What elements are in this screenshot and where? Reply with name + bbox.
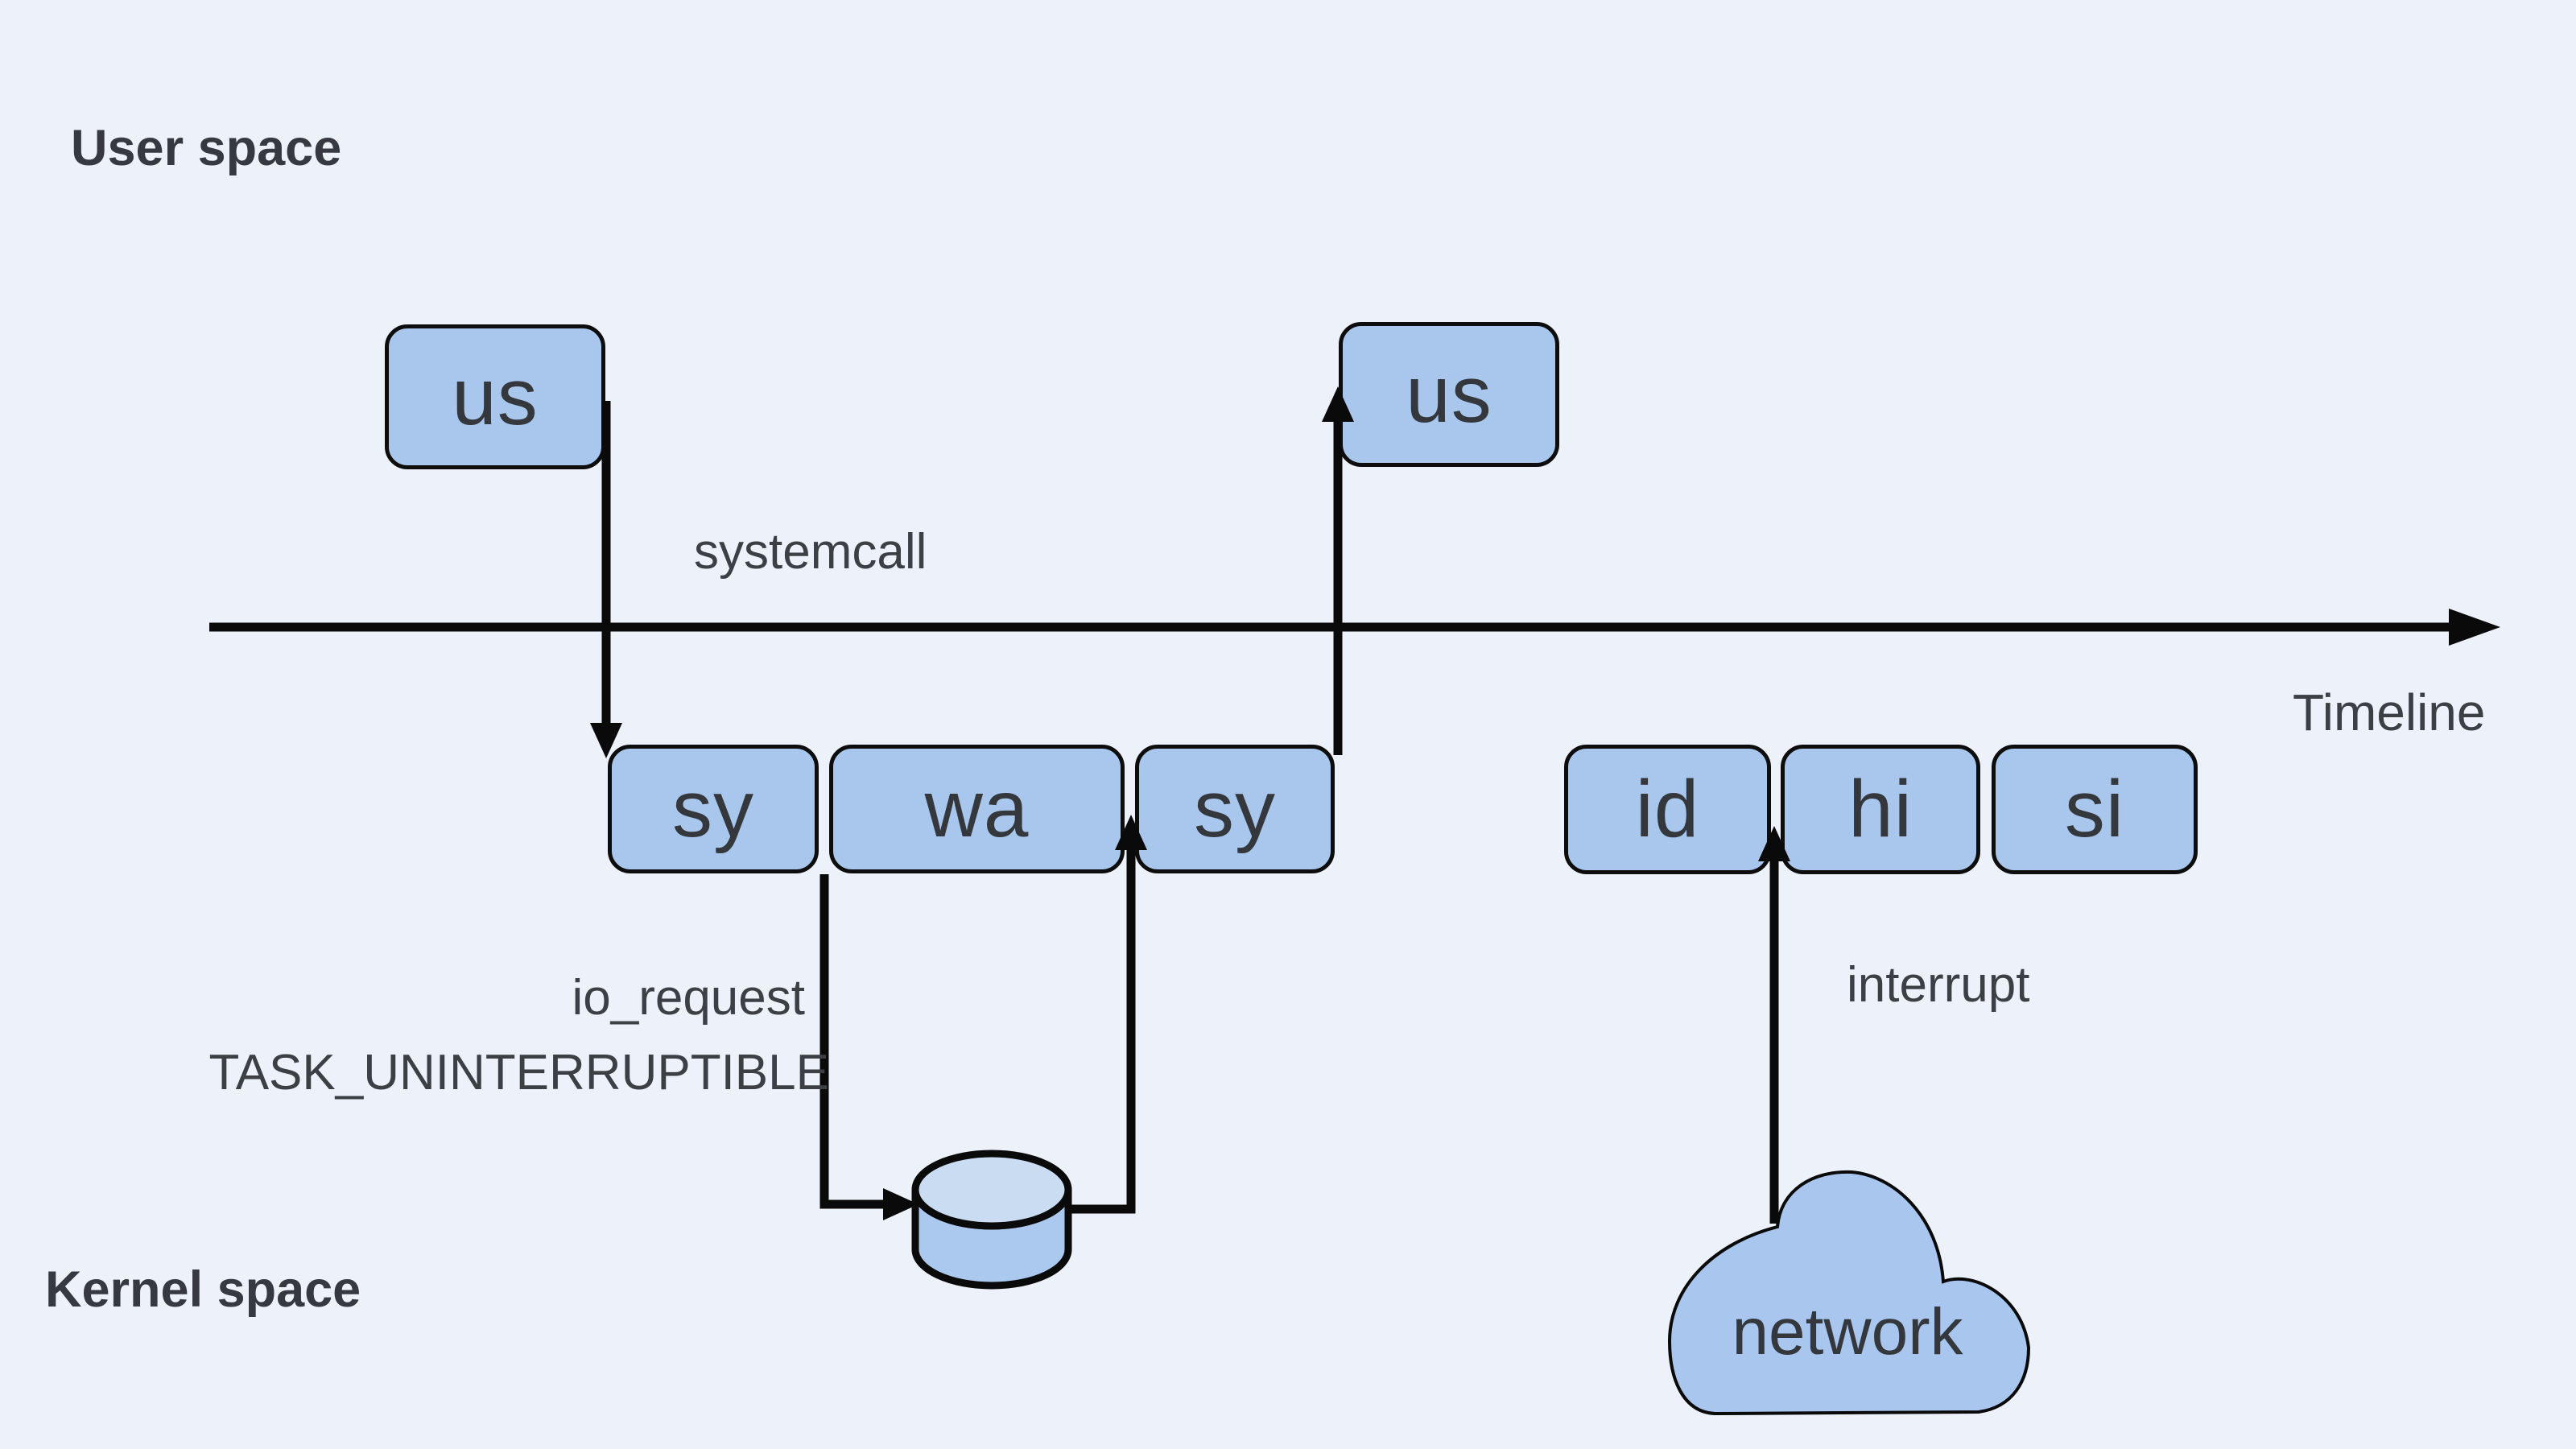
process-box-label: sy xyxy=(1194,763,1276,854)
process-box-us-1: us xyxy=(385,324,605,469)
io-request-label: io_request xyxy=(572,970,805,1026)
user-space-label: User space xyxy=(71,120,342,176)
process-box-sy-1: sy xyxy=(608,745,819,873)
disk-return-arrowhead xyxy=(1115,815,1147,850)
process-box-label: id xyxy=(1635,764,1700,854)
process-box-label: us xyxy=(452,351,539,442)
systemcall-label: systemcall xyxy=(694,524,927,580)
systemcall-arrowhead xyxy=(590,723,622,758)
process-box-wa: wa xyxy=(829,745,1125,873)
process-box-label: wa xyxy=(924,763,1030,854)
kernel-space-label: Kernel space xyxy=(45,1261,361,1318)
return-to-user-arrowhead xyxy=(1322,386,1354,422)
interrupt-arrowhead xyxy=(1758,826,1790,861)
process-box-si: si xyxy=(1992,745,2198,874)
process-box-label: us xyxy=(1406,349,1492,440)
disk-cylinder-top xyxy=(911,1150,1072,1230)
process-box-label: sy xyxy=(672,763,754,854)
interrupt-label: interrupt xyxy=(1847,957,2030,1013)
process-box-sy-2: sy xyxy=(1135,745,1335,873)
process-box-label: si xyxy=(2064,764,2125,854)
process-box-id: id xyxy=(1564,745,1771,874)
task-uninterruptible-label: TASK_UNINTERRUPTIBLE xyxy=(208,1045,829,1100)
timeline-label: Timeline xyxy=(2293,683,2486,741)
process-box-label: hi xyxy=(1848,764,1913,854)
network-cloud-label: network xyxy=(1732,1295,1963,1368)
io-request-arrow-line xyxy=(819,874,886,1209)
io-request-arrowhead xyxy=(883,1188,919,1220)
process-box-hi: hi xyxy=(1781,745,1980,874)
network-cloud xyxy=(1667,1170,2031,1416)
timeline-arrowhead xyxy=(2449,609,2500,646)
disk-return-arrow-line xyxy=(1068,847,1136,1214)
